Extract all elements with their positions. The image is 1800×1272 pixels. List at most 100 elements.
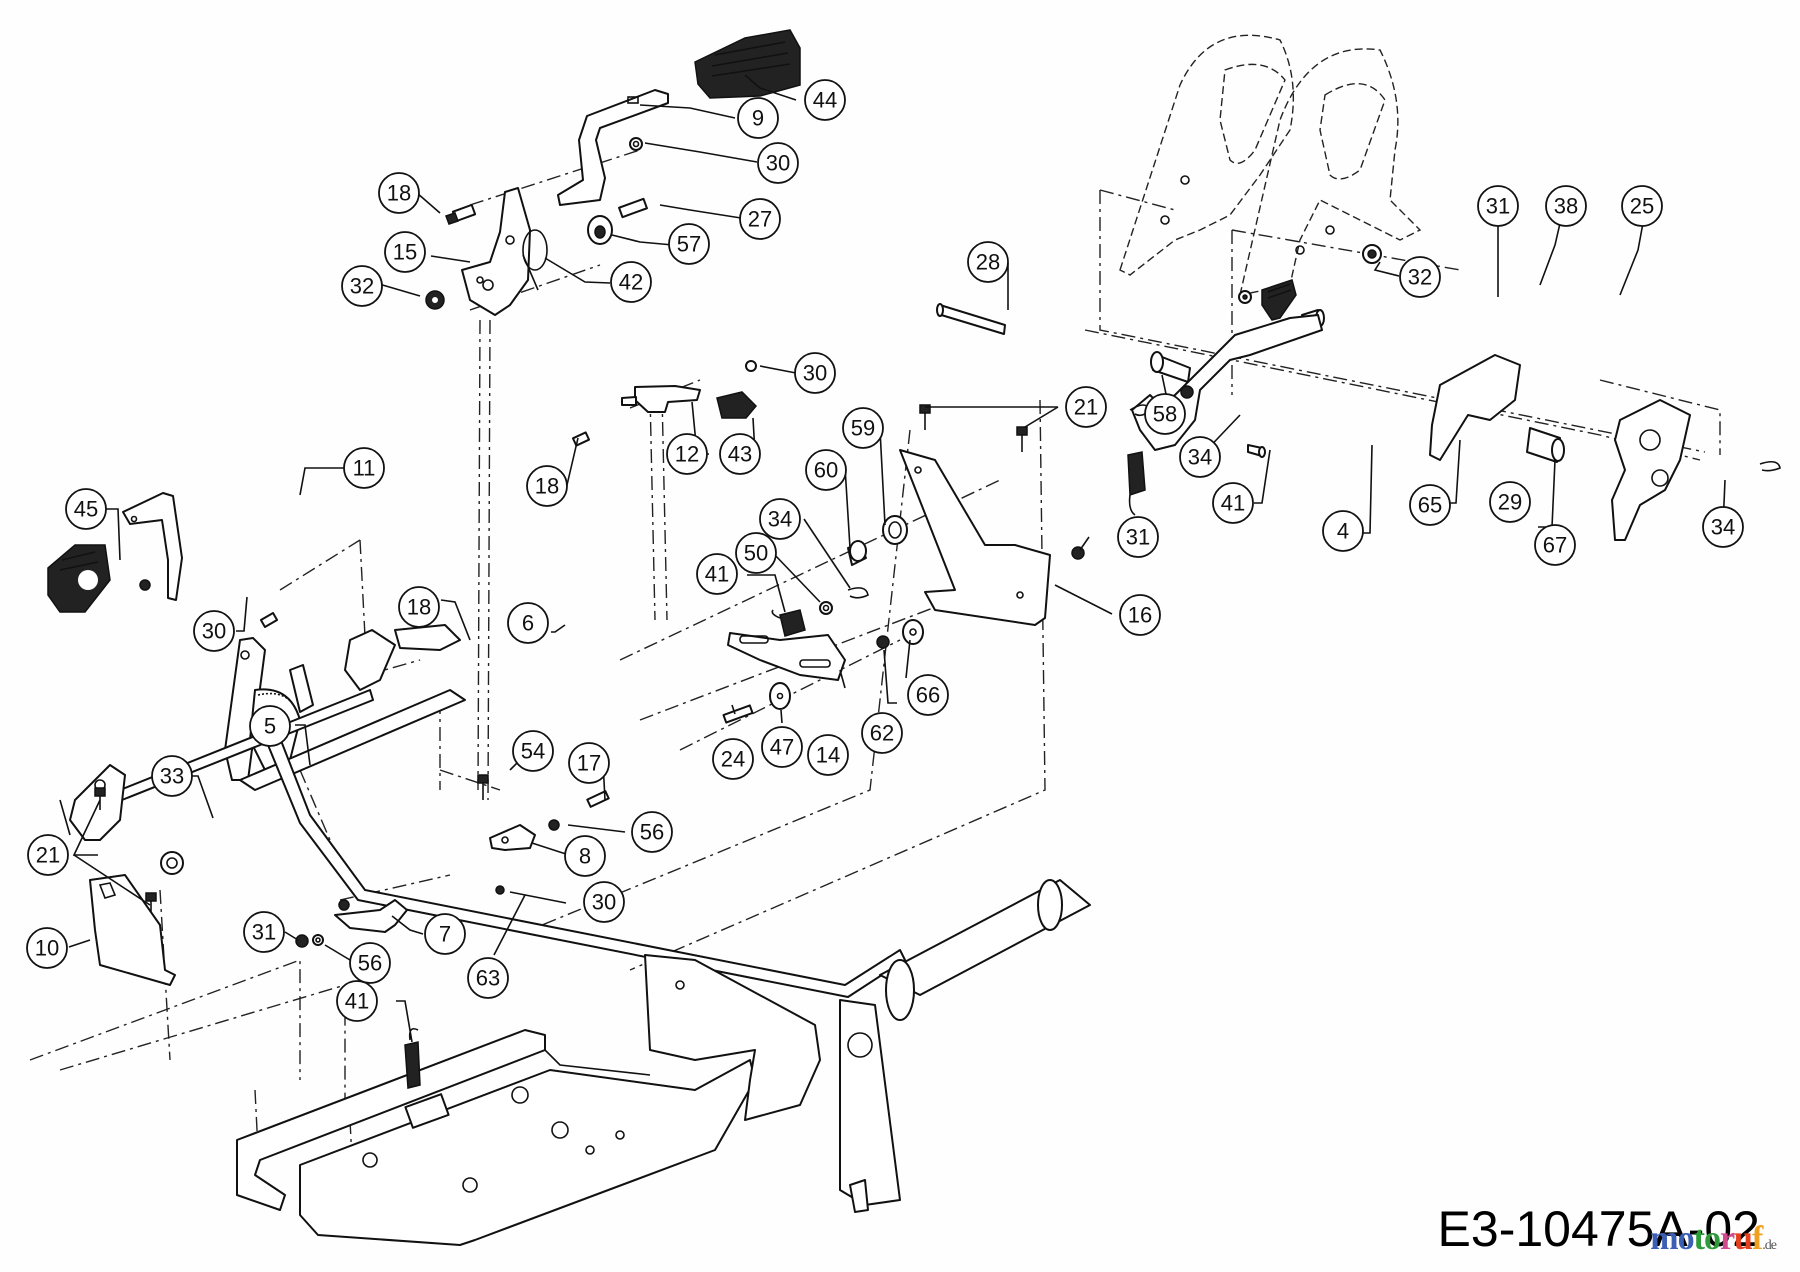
svg-text:9: 9 xyxy=(752,106,764,131)
diagram-code-label: E3-10475A-02 xyxy=(1437,1201,1760,1257)
flange-nut-left xyxy=(160,851,184,875)
watermark-letter: r xyxy=(1719,1220,1735,1257)
svg-text:10: 10 xyxy=(35,936,59,961)
svg-text:16: 16 xyxy=(1128,603,1152,628)
callout-7: 7 xyxy=(424,913,466,955)
callout-47: 47 xyxy=(761,726,803,768)
callout-10: 10 xyxy=(26,927,68,969)
watermark-letter: o xyxy=(1677,1220,1695,1257)
svg-text:66: 66 xyxy=(916,683,940,708)
svg-text:57: 57 xyxy=(677,232,701,257)
callout-30-rod: 30 xyxy=(583,881,625,923)
bushing-60 xyxy=(847,540,867,566)
callout-41-lower: 41 xyxy=(336,980,378,1022)
callout-24: 24 xyxy=(712,738,754,780)
svg-text:32: 32 xyxy=(1408,265,1432,290)
callout-57: 57 xyxy=(668,223,710,265)
watermark-letter: m xyxy=(1650,1220,1678,1257)
callout-60: 60 xyxy=(805,449,847,491)
bushing-57 xyxy=(587,215,613,245)
svg-text:62: 62 xyxy=(870,721,894,746)
nut-31-lower xyxy=(295,934,309,948)
svg-text:30: 30 xyxy=(202,619,226,644)
lever-bracket-12 xyxy=(621,385,701,413)
callout-59: 59 xyxy=(842,407,884,449)
callout-41-right: 41 xyxy=(1212,482,1254,524)
seat-support xyxy=(644,954,821,1121)
spring-41-mid xyxy=(771,609,806,637)
svg-text:5: 5 xyxy=(264,714,276,739)
pedal-arm-9 xyxy=(557,89,669,206)
callout-32: 32 xyxy=(341,265,383,307)
frame-bracket-right xyxy=(1239,48,1422,296)
svg-text:12: 12 xyxy=(675,442,699,467)
washer-56-lower xyxy=(312,934,324,946)
svg-text:59: 59 xyxy=(851,416,875,441)
callout-30-mid: 30 xyxy=(794,352,836,394)
svg-text:32: 32 xyxy=(350,274,374,299)
callout-11: 11 xyxy=(343,447,385,489)
svg-text:7: 7 xyxy=(439,922,451,947)
svg-text:43: 43 xyxy=(728,442,752,467)
callout-30: 30 xyxy=(757,142,799,184)
watermark-suffix: .de xyxy=(1762,1238,1777,1253)
callout-25: 25 xyxy=(1621,185,1663,227)
svg-text:14: 14 xyxy=(816,743,840,768)
nut-62 xyxy=(876,635,890,649)
washer-50 xyxy=(819,601,833,615)
callout-54: 54 xyxy=(512,730,554,772)
bolt-17 xyxy=(586,790,610,808)
watermark-logo: motoruf.de xyxy=(1650,1220,1777,1258)
svg-text:47: 47 xyxy=(770,735,794,760)
callout-17: 17 xyxy=(568,742,610,784)
slotted-link-14 xyxy=(727,632,846,681)
svg-text:34: 34 xyxy=(1711,515,1735,540)
torsion-spring-42 xyxy=(522,229,548,291)
svg-text:54: 54 xyxy=(521,739,545,764)
svg-text:21: 21 xyxy=(36,843,60,868)
axle-pivot xyxy=(839,879,1091,1213)
cotter-pin-33 xyxy=(59,799,71,836)
svg-text:31: 31 xyxy=(1486,194,1510,219)
callout-16: 16 xyxy=(1119,594,1161,636)
long-pin-28 xyxy=(936,303,1006,335)
callout-4: 4 xyxy=(1322,510,1364,552)
svg-text:63: 63 xyxy=(476,966,500,991)
pedal-pad-43 xyxy=(716,391,758,419)
callout-5: 5 xyxy=(249,705,291,747)
spring-41-right xyxy=(1127,451,1146,516)
svg-text:56: 56 xyxy=(640,820,664,845)
callout-8: 8 xyxy=(564,835,606,877)
svg-text:60: 60 xyxy=(814,458,838,483)
callout-42: 42 xyxy=(610,261,652,303)
callout-66: 66 xyxy=(907,674,949,716)
svg-text:17: 17 xyxy=(577,751,601,776)
rod-bracket-7 xyxy=(334,899,408,933)
bolt-18-left xyxy=(259,612,279,628)
washer-47 xyxy=(769,682,791,710)
callout-9: 9 xyxy=(737,97,779,139)
footplate-frame xyxy=(236,1029,756,1246)
latch-plate xyxy=(1611,399,1691,541)
callout-58: 58 xyxy=(1144,393,1186,435)
pin-29 xyxy=(1247,444,1266,458)
svg-text:11: 11 xyxy=(353,456,376,481)
bolt-18-mid xyxy=(571,431,591,447)
svg-text:24: 24 xyxy=(721,747,745,772)
callout-18: 18 xyxy=(378,172,420,214)
pedal-pad-45 xyxy=(47,544,111,613)
pedal-arm-11 xyxy=(122,492,183,601)
svg-text:44: 44 xyxy=(813,88,837,113)
svg-text:18: 18 xyxy=(387,181,411,206)
svg-text:34: 34 xyxy=(1188,445,1212,470)
callout-18-left: 18 xyxy=(398,586,440,628)
spacer-tube-67 xyxy=(1526,427,1565,463)
callout-33: 33 xyxy=(151,755,193,797)
nut-31-bracket xyxy=(1071,546,1085,560)
cross-shaft-5 xyxy=(69,689,374,841)
callout-41-mid: 41 xyxy=(696,553,738,595)
callout-31-lower: 31 xyxy=(243,911,285,953)
spring-41-lower xyxy=(404,1027,421,1089)
bolt-24 xyxy=(722,704,754,724)
